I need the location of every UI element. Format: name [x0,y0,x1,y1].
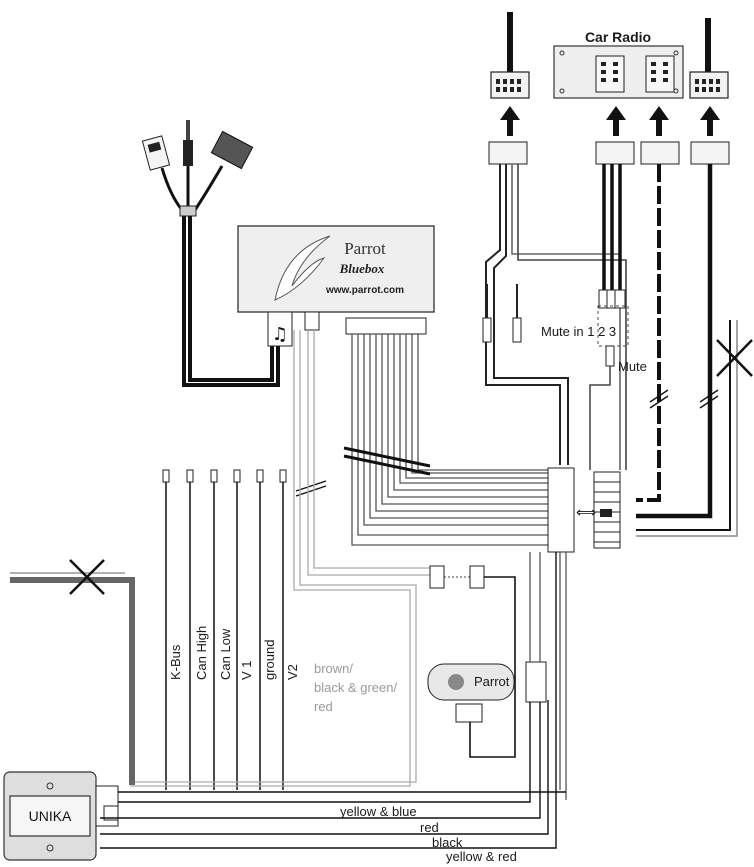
ipod-connector-icon [210,130,254,170]
antenna-left [507,12,513,72]
parrot-logo-icon [274,235,331,301]
mute-in-label: Mute in 1 2 3 [541,324,616,339]
plug-1 [488,141,528,165]
inline-connectors [482,284,522,343]
remote-button-icon [448,674,464,690]
harness-port [345,317,427,335]
plug-3 [640,141,680,165]
bottom-wire-label-2: red [420,820,439,835]
gray-wire-a [130,330,417,783]
remote-mount [455,703,483,723]
can-wire-label-3: Can Low [218,628,233,680]
bluebox-unit: Parrot Bluebox www.parrot.com ♫ [237,225,435,347]
power-connector [525,661,547,703]
side-wire-label-2: black & green/ [314,680,397,695]
can-wire-label-4: V 1 [239,660,254,680]
cut-cross-icon-right [716,339,753,377]
connector-female [547,467,575,553]
can-wire-label-2: Can High [194,626,209,680]
usb-icon [141,135,171,171]
antenna-connector-right [689,71,729,99]
plug-2 [595,141,635,165]
mute-plugs [597,289,629,367]
arrow-up-icons [500,106,720,136]
remote-body [427,663,515,701]
bottom-wire-label-4: yellow & red [446,849,517,864]
down-wires [559,552,567,800]
double-arrow-icon: ⟺ [576,505,596,521]
usb-aux-adapter [141,120,280,387]
radio-port-1 [595,55,625,93]
radio-port-2 [645,55,675,93]
power-feed-wires [529,552,541,662]
music-note-icon: ♫ [272,324,288,345]
connector-male [593,471,621,549]
left-cut-wire [10,572,135,785]
bluebox-model: Bluebox [339,261,385,276]
mute-label: Mute [618,359,647,374]
unika-label: UNIKA [29,808,72,824]
unika-module: UNIKA [3,771,119,861]
main-harness [307,330,548,576]
bluebox-url: www.parrot.com [325,285,404,296]
bluebox-brand: Parrot [344,239,386,258]
can-wire-label-6: V2 [285,664,300,680]
can-wire-label-1: K-Bus [168,644,183,680]
can-wire-group [162,469,287,790]
bottom-wire-label-3: black [432,835,463,850]
remote-control: Parrot [427,565,516,758]
bluebox-box [237,225,435,313]
car-radio-title: Car Radio [585,29,651,45]
remote-port [304,311,320,331]
antenna-connector-left [490,71,530,99]
music-port [267,311,293,347]
plug-4 [690,141,730,165]
antenna-right [705,18,711,74]
bottom-wire-label-1: yellow & blue [340,804,417,819]
harness-break-marks [343,446,431,476]
mute-wire [589,366,611,470]
wire-break-marks [295,389,719,497]
can-wire-label-5: ground [262,640,277,680]
aux-jack-icon [186,120,190,142]
cut-cross-icon-left [69,559,105,595]
central-connector: ⟺ [547,467,621,553]
gray-wire-b [130,330,411,787]
side-wire-label-3: red [314,699,333,714]
car-radio-section: Car Radio [488,12,730,165]
bottom-wire-group [100,552,566,849]
remote-brand: Parrot [474,674,510,689]
side-wire-label-1: brown/ [314,661,353,676]
